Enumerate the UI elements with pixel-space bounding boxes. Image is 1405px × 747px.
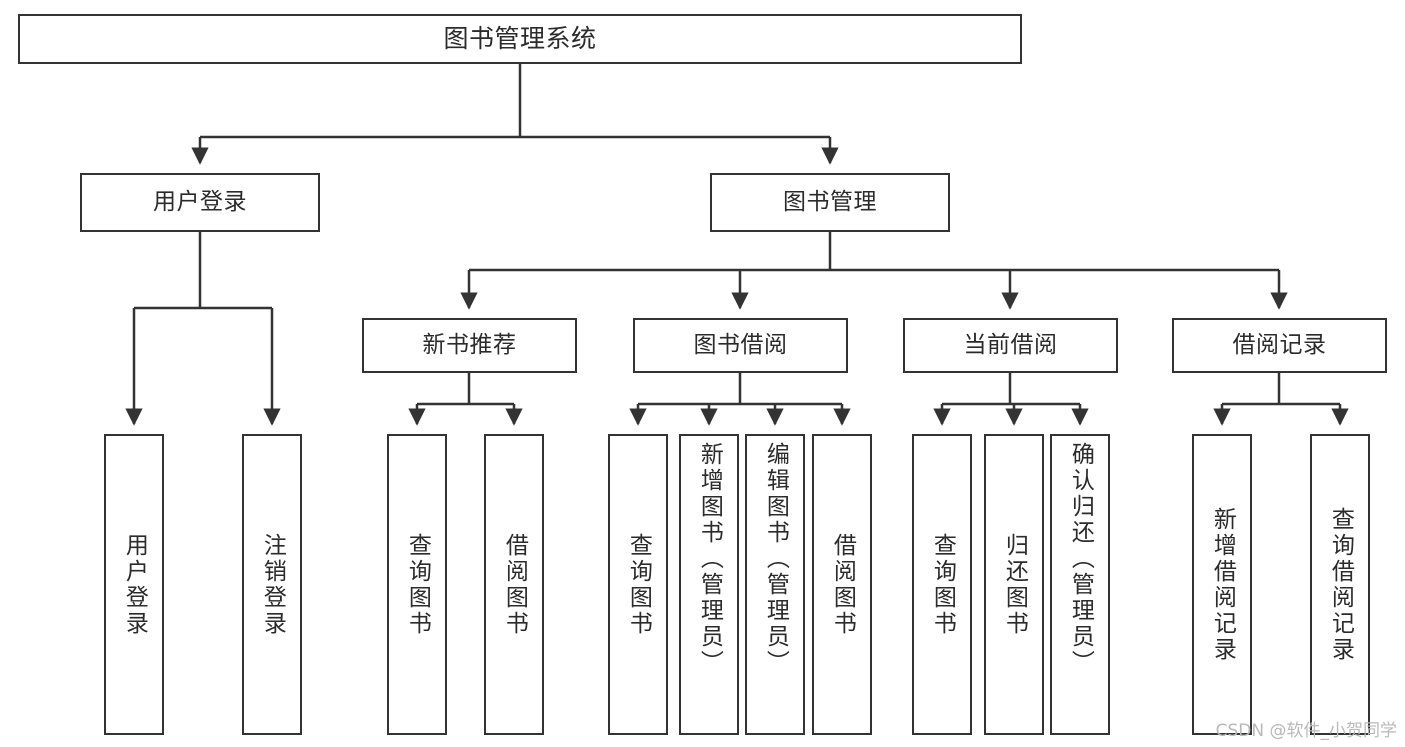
node-borrow-records[interactable]: 借阅记录: [1172, 318, 1387, 373]
node-add-book-admin[interactable]: 新增图书（管理员）: [679, 434, 739, 735]
node-query-book-1[interactable]: 查询图书: [387, 434, 447, 735]
node-query-borrow-record[interactable]: 查询借阅记录: [1310, 434, 1370, 735]
node-query-book-3[interactable]: 查询图书: [912, 434, 972, 735]
node-query-book-2[interactable]: 查询图书: [608, 434, 668, 735]
node-return-book[interactable]: 归还图书: [984, 434, 1044, 735]
node-confirm-return-admin[interactable]: 确认归还（管理员）: [1050, 434, 1110, 735]
node-current-borrow[interactable]: 当前借阅: [903, 318, 1118, 373]
node-user-login-leaf[interactable]: 用户登录: [104, 434, 164, 735]
node-user-login[interactable]: 用户登录: [80, 173, 320, 232]
node-root-book-management-system[interactable]: 图书管理系统: [18, 14, 1022, 64]
node-book-management[interactable]: 图书管理: [710, 173, 950, 232]
watermark-text: CSDN @软件_小贺同学: [1215, 721, 1397, 741]
node-borrow-book-2[interactable]: 借阅图书: [812, 434, 872, 735]
node-user-logout-leaf[interactable]: 注销登录: [242, 434, 302, 735]
node-book-borrow[interactable]: 图书借阅: [633, 318, 848, 373]
node-borrow-book-1[interactable]: 借阅图书: [484, 434, 544, 735]
node-edit-book-admin[interactable]: 编辑图书（管理员）: [745, 434, 805, 735]
node-new-book-recommend[interactable]: 新书推荐: [362, 318, 577, 373]
node-add-borrow-record[interactable]: 新增借阅记录: [1192, 434, 1252, 735]
